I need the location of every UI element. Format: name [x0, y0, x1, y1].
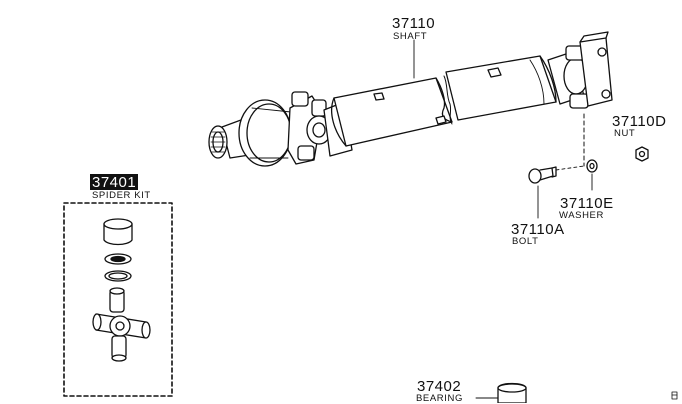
spider-kit-part-number: 37401 — [90, 174, 139, 191]
bolt-part-number: 37110A — [511, 221, 565, 238]
shaft-part-number: 37110 — [392, 15, 436, 32]
nut-part — [635, 146, 649, 162]
spider-bearing-cup — [103, 218, 133, 246]
dust-cover-ring — [238, 99, 292, 167]
spider-snap-ring — [104, 270, 132, 282]
washer-part-name: WASHER — [559, 210, 604, 221]
washer-part-number: 37110E — [560, 195, 614, 212]
flange-yoke — [579, 31, 613, 107]
center-bearing-part — [475, 382, 527, 403]
washer-part — [586, 159, 598, 191]
shaft-tube-front — [331, 77, 453, 147]
rear-universal-joint — [547, 45, 589, 109]
bearing-part-name: BEARING — [416, 393, 463, 404]
spider-kit-box — [63, 202, 173, 397]
shaft-part-name: SHAFT — [393, 31, 428, 42]
bolt-part — [528, 165, 585, 219]
spider-seal-ring — [104, 253, 132, 265]
shaft-tube-rear — [445, 55, 557, 121]
bearing-part-number: 37402 — [417, 378, 462, 395]
spider-kit-part-name: SPIDER KIT — [92, 190, 151, 201]
nut-part-name: NUT — [614, 128, 636, 139]
nut-part-number: 37110D — [612, 113, 667, 130]
propeller-shaft — [208, 31, 613, 167]
spider-cross — [92, 287, 151, 362]
bolt-part-name: BOLT — [512, 236, 539, 247]
corner-mark — [671, 391, 678, 400]
